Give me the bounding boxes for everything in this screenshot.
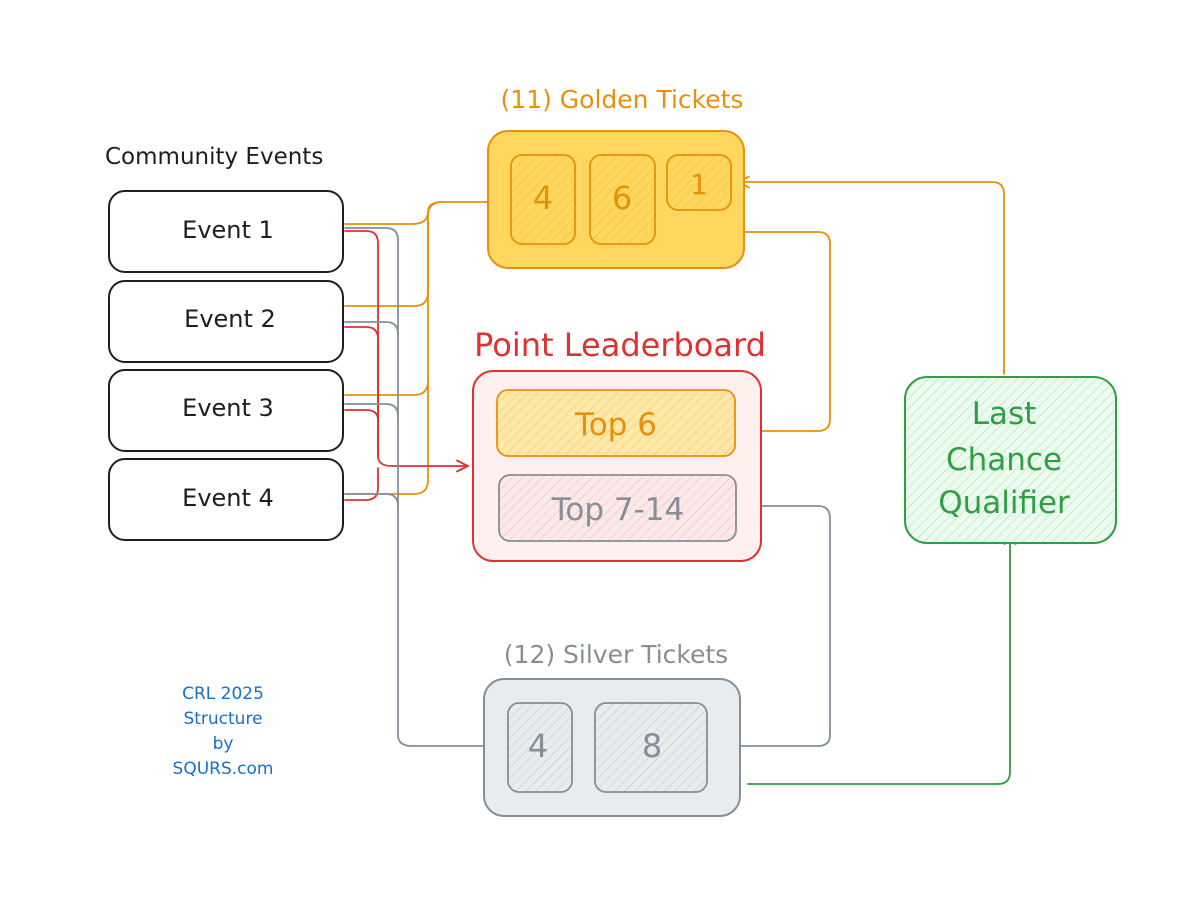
community-events-group: Community Events Event 1 Event 2 Event 3… [105,144,344,541]
lcq-line-2: Chance [946,442,1062,478]
connector-event2-to-leaderboard [344,326,379,457]
golden-slot-6-label: 6 [612,179,632,217]
lcq-line-3: Qualifier [938,485,1070,521]
event-card-3[interactable]: Event 3 [108,369,344,452]
connector-event4-to-silver [344,493,399,507]
top7-14-label: Top 7-14 [551,492,685,528]
connector-top7-14-to-silver [714,505,831,746]
silver-slot-8-label: 8 [642,727,662,765]
connector-event1-to-silver [344,227,502,746]
top7-14-block[interactable]: Top 7-14 [498,474,737,542]
golden-tickets-title: (11) Golden Tickets [501,85,744,114]
silver-slot-8[interactable]: 8 [594,702,708,793]
connector-event3-to-silver [344,403,399,417]
point-leaderboard-group: Point Leaderboard Top 6 Top 7-14 [472,326,766,562]
event-card-1-label: Event 1 [182,216,274,244]
top6-label: Top 6 [574,407,657,443]
event-card-2-label: Event 2 [184,305,276,333]
event-card-4-label: Event 4 [182,484,274,512]
event-card-4[interactable]: Event 4 [108,458,344,541]
golden-slot-1-label: 1 [690,168,708,201]
connector-silver-to-lcq [747,533,1010,785]
golden-slot-6[interactable]: 6 [589,154,656,245]
connector-event1-to-golden [344,202,500,225]
golden-slot-4-label: 4 [533,179,553,217]
silver-tickets-title: (12) Silver Tickets [504,640,728,669]
golden-slot-1[interactable]: 1 [666,154,732,211]
connectors [344,182,1010,785]
connector-event2-to-silver [344,321,399,335]
event-card-2[interactable]: Event 2 [108,280,344,363]
connector-event4-to-leaderboard [344,467,379,501]
silver-slot-4-label: 4 [528,727,548,765]
credit-note: CRL 2025 Structure by SQURS.com [173,684,274,779]
connector-event3-to-leaderboard [344,409,379,421]
golden-slot-4[interactable]: 4 [510,154,576,245]
credit-line-4: SQURS.com [173,759,274,779]
credit-line-3: by [213,734,234,754]
connector-event4-to-golden [344,380,429,495]
connector-lcq-to-golden [738,182,1005,375]
community-events-title: Community Events [105,144,323,170]
silver-tickets-group: (12) Silver Tickets 4 8 [483,640,741,817]
credit-line-1: CRL 2025 [182,684,264,704]
top6-block[interactable]: Top 6 [496,389,736,457]
lcq-line-1: Last [972,396,1037,432]
event-card-1[interactable]: Event 1 [108,190,344,273]
credit-line-2: Structure [183,709,262,729]
golden-tickets-group: (11) Golden Tickets 4 6 1 [487,85,745,269]
point-leaderboard-title: Point Leaderboard [474,326,766,364]
lcq-group[interactable]: Last Chance Qualifier [904,376,1117,544]
connector-event1-to-leaderboard [344,230,468,466]
connector-top6-to-golden [660,232,831,432]
event-card-3-label: Event 3 [182,394,274,422]
silver-slot-4[interactable]: 4 [507,702,573,793]
